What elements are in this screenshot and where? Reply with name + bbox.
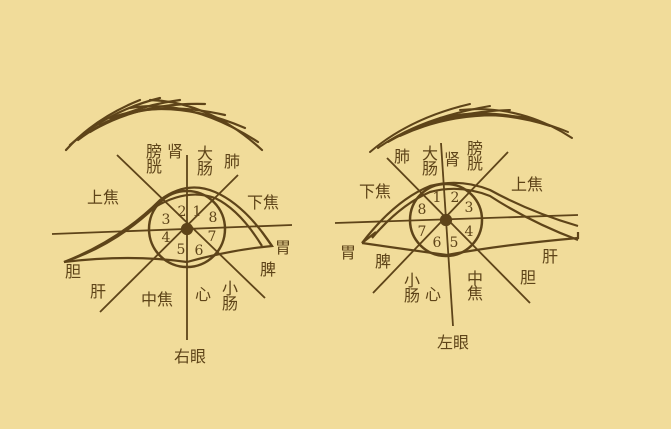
label-heart: 心	[194, 285, 212, 304]
left-eye-eyebrow	[369, 103, 573, 153]
zone-number: 3	[161, 212, 171, 228]
label-kidney: 肾	[166, 142, 184, 161]
label-large-intestine: 大肠	[194, 145, 213, 175]
right-eye-zone-lines	[51, 154, 293, 340]
label-small-intestine: 小肠	[219, 280, 238, 310]
label-gallbladder: 胆	[64, 262, 82, 281]
left-eye-zone-lines	[334, 142, 579, 327]
zone-number: 8	[208, 210, 218, 226]
zone-number: 2	[177, 204, 187, 220]
zone-number: 8	[417, 202, 427, 218]
label-spleen: 脾	[259, 260, 277, 279]
label-upper-jiao: 上焦	[510, 175, 544, 194]
zone-number: 4	[161, 230, 171, 246]
label-large-intestine: 大肠	[419, 145, 438, 175]
zone-number: 7	[207, 229, 217, 245]
zone-number: 4	[464, 224, 474, 240]
label-gallbladder: 胆	[519, 268, 537, 287]
label-stomach: 胃	[274, 238, 292, 257]
zone-number: 3	[464, 200, 474, 216]
label-lower-jiao: 下焦	[358, 182, 392, 201]
label-kidney: 肾	[443, 150, 461, 169]
zone-number: 7	[417, 224, 427, 240]
zone-number: 5	[176, 242, 186, 258]
label-upper-jiao: 上焦	[86, 188, 120, 207]
zone-number: 1	[432, 190, 442, 206]
label-bladder: 膀胱	[464, 140, 483, 170]
zone-number: 6	[432, 235, 442, 251]
label-bladder: 膀胱	[143, 143, 162, 173]
label-heart: 心	[424, 285, 442, 304]
zone-number: 2	[450, 190, 460, 206]
zone-number: 6	[194, 243, 204, 259]
label-small-intestine: 小肠	[401, 272, 420, 302]
label-liver: 肝	[541, 247, 559, 266]
right-eye-eyebrow	[64, 96, 264, 152]
zone-number: 5	[449, 235, 459, 251]
left-eye-caption: 左眼	[436, 333, 470, 352]
label-lung: 肺	[393, 147, 411, 166]
label-liver: 肝	[89, 282, 107, 301]
label-spleen: 脾	[374, 252, 392, 271]
left-eye-outline	[361, 181, 580, 258]
label-middle-jiao: 中焦	[464, 270, 483, 300]
label-lung: 肺	[223, 152, 241, 171]
zone-number: 1	[192, 204, 202, 220]
label-lower-jiao: 下焦	[246, 193, 280, 212]
label-stomach: 胃	[339, 243, 357, 262]
right-eye-caption: 右眼	[173, 347, 207, 366]
label-middle-jiao: 中焦	[140, 290, 174, 309]
